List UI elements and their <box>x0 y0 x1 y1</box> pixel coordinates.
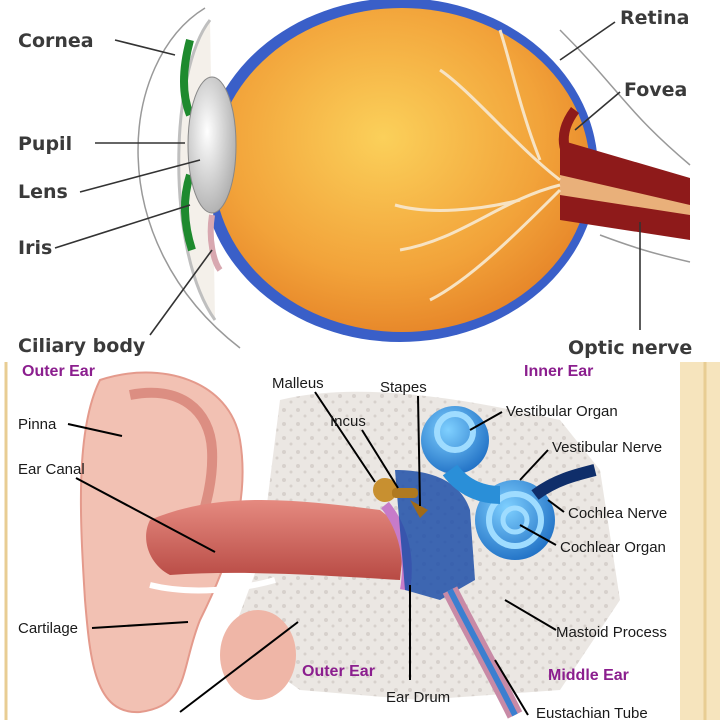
incus-shape <box>392 488 418 498</box>
label-fovea: Fovea <box>624 79 687 101</box>
label-malleus: Malleus <box>272 375 324 392</box>
middle-ear-cavity <box>395 470 475 600</box>
arrow-cartilage <box>91 621 189 629</box>
iris-bottom <box>180 173 196 252</box>
label-mastoid-process: Mastoid Process <box>556 624 667 641</box>
cartilage-highlight <box>149 577 276 594</box>
retinal-vessels <box>394 29 562 302</box>
arrow-eustachian <box>494 659 529 716</box>
label-vestibular-organ: Vestibular Organ <box>506 403 618 420</box>
earlobe-shape <box>220 610 296 700</box>
ear-canal-shape <box>146 500 405 580</box>
arrow-mastoid <box>504 599 557 631</box>
lead-ciliary <box>149 249 213 336</box>
arrow-incus <box>361 429 399 489</box>
label-ciliary-body: Ciliary body <box>18 335 146 357</box>
vessel-1 <box>439 68 561 182</box>
malleus-shape <box>373 478 397 502</box>
ossicles <box>373 478 428 518</box>
heading-outer-ear-bottom: Outer Ear <box>302 663 375 680</box>
inner-ear <box>421 406 597 560</box>
arrow-cochlea-nerve <box>547 499 565 513</box>
heading-middle-ear-bottom: Middle Ear <box>548 667 629 684</box>
heading-inner-ear-top: Inner Ear <box>524 363 593 380</box>
label-ear-drum: Ear Drum <box>386 689 450 706</box>
label-stapes: Stapes <box>380 379 427 396</box>
lead-iris <box>54 204 191 249</box>
arrow-vestibular-nerve <box>519 449 549 481</box>
stapes-shape <box>410 500 428 518</box>
label-pinna: Pinna <box>18 416 57 433</box>
lead-fovea <box>574 91 621 131</box>
vessel-2 <box>399 183 561 252</box>
arrow-ear-canal <box>75 477 216 553</box>
label-iris: Iris <box>18 237 52 259</box>
label-lens: Lens <box>18 181 68 203</box>
arrow-vestibular-organ <box>469 411 503 431</box>
eustachian-tube-core <box>447 588 518 717</box>
vessel-3 <box>429 188 562 302</box>
cochlear-nerve-shape <box>531 464 597 500</box>
semicircular-canal-1 <box>434 411 476 453</box>
ear-diagram: Outer Ear Inner Ear Outer Ear Middle Ear… <box>4 362 720 720</box>
arrow-malleus <box>314 391 376 483</box>
arrow-cochlear-organ <box>519 524 557 546</box>
vessel-5 <box>394 198 521 212</box>
label-eustachian-tube: Eustachian Tube <box>536 705 648 720</box>
vessel-4 <box>498 29 542 161</box>
label-cartilage: Cartilage <box>18 620 78 637</box>
label-retina: Retina <box>620 7 689 29</box>
eye-outer-sclera-line-right <box>559 29 691 263</box>
vestibular-cochlear-bridge <box>442 464 501 504</box>
label-incus: Incus <box>330 413 366 430</box>
optic-nerve-highlight <box>560 175 690 215</box>
arrow-bottom-left <box>179 621 299 713</box>
arrow-pinna <box>67 423 123 437</box>
eye-diagram: Cornea Pupil Lens Iris Ciliary body Reti… <box>18 0 692 359</box>
arrow-stapes <box>417 395 421 507</box>
lead-lens <box>79 159 201 193</box>
lead-retina <box>559 21 616 61</box>
label-ear-canal: Ear Canal <box>18 461 85 478</box>
ear-arrows <box>67 391 565 716</box>
heading-outer-ear-top: Outer Ear <box>22 363 95 380</box>
fovea-pit <box>558 107 580 169</box>
iris-top <box>180 38 194 117</box>
cochlea-spiral-2 <box>500 505 530 535</box>
label-optic-nerve: Optic nerve <box>568 337 692 359</box>
eye-outer-sclera-line <box>137 7 241 349</box>
label-pupil: Pupil <box>18 133 72 155</box>
label-vestibular-nerve: Vestibular Nerve <box>552 439 662 456</box>
label-cochlear-organ: Cochlear Organ <box>560 539 666 556</box>
lead-cornea <box>114 39 176 56</box>
ciliary-body-shape <box>207 214 223 272</box>
cochlea-spiral-1 <box>486 491 544 549</box>
ear-background-right-panel <box>680 362 720 720</box>
lens-shape <box>187 76 237 214</box>
label-cornea: Cornea <box>18 30 94 52</box>
eyeball-inner <box>214 8 590 332</box>
label-cochlea-nerve: Cochlea Nerve <box>568 505 667 522</box>
